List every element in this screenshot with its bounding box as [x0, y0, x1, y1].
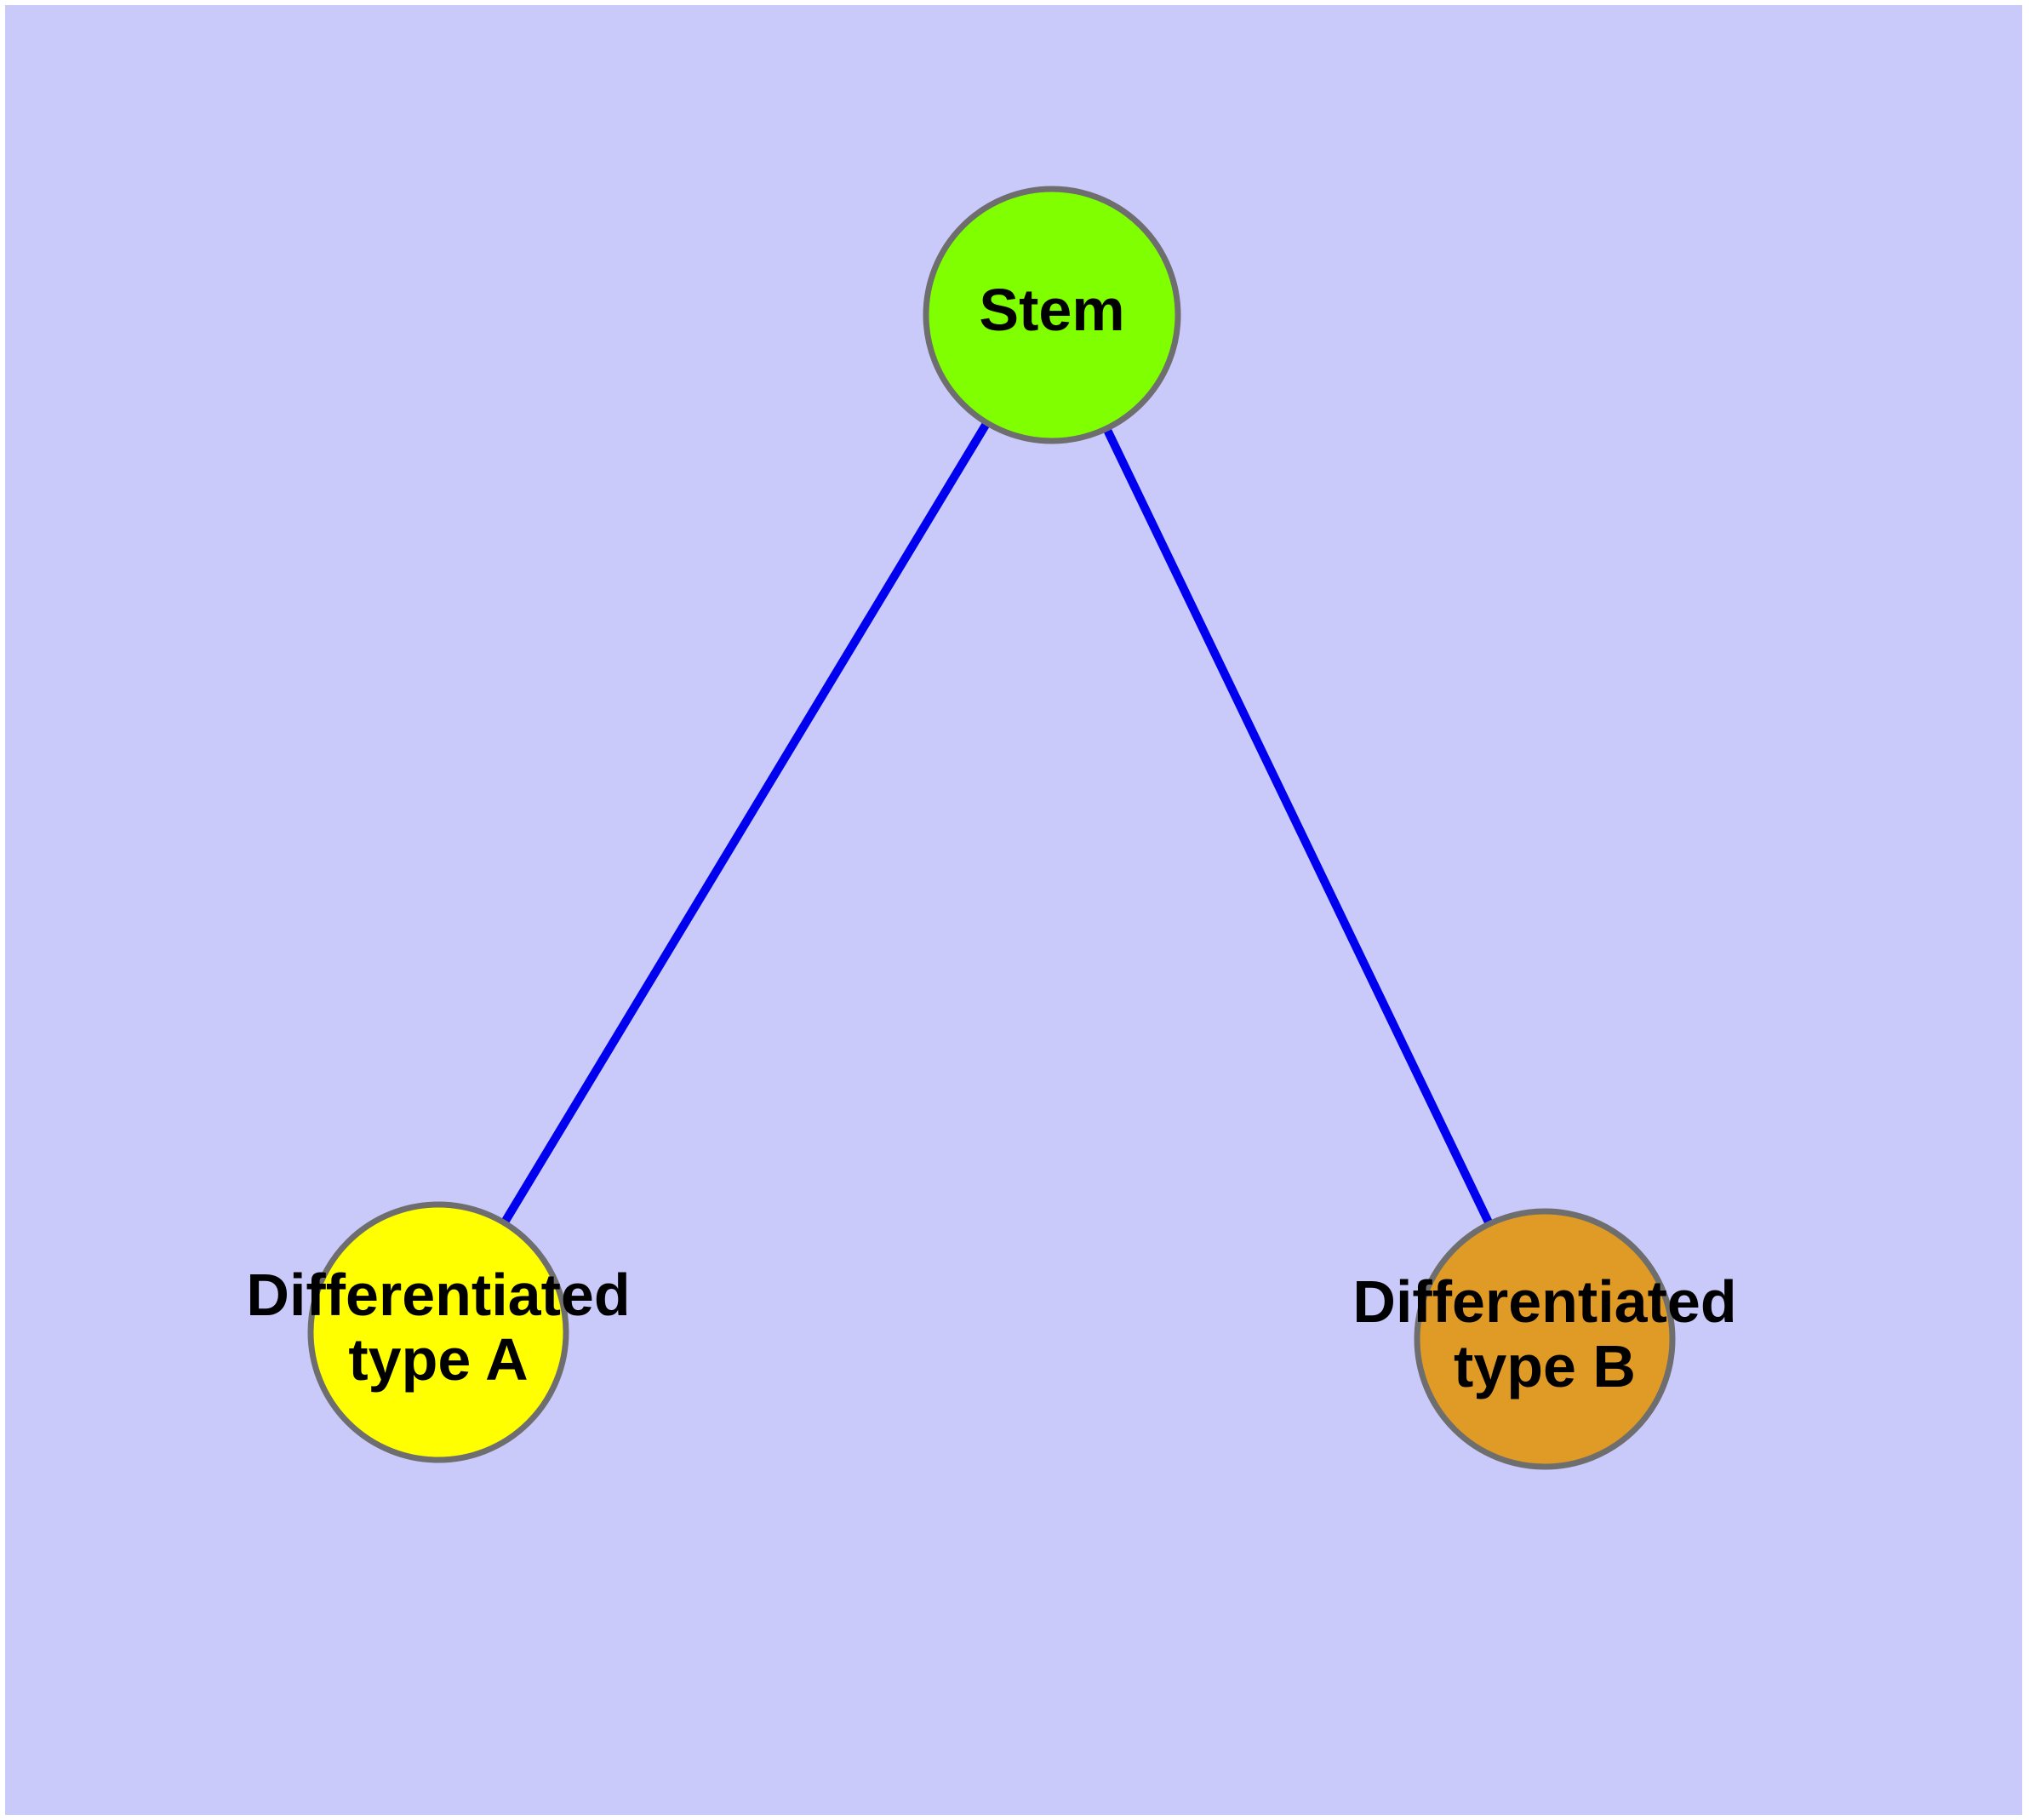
node-stem[interactable]: [923, 186, 1181, 444]
node-label-line: Stem: [979, 277, 1124, 343]
node-label-line: Differentiated: [246, 1262, 630, 1328]
node-circle-differentiated-type-b[interactable]: [1414, 1208, 1676, 1470]
node-circle-stem[interactable]: [923, 186, 1181, 444]
node-circle-differentiated-type-a[interactable]: [307, 1201, 569, 1463]
edges-layer: [500, 421, 1494, 1227]
nodes-layer: [307, 186, 1676, 1470]
node-label-stem: Stem: [979, 277, 1124, 343]
node-differentiated-type-b[interactable]: [1414, 1208, 1676, 1470]
edge-stem-to-differentiated-type-b[interactable]: [1102, 426, 1494, 1227]
edge-stem-to-differentiated-type-a[interactable]: [500, 421, 991, 1226]
node-differentiated-type-a[interactable]: [307, 1201, 569, 1463]
node-label-line: type A: [348, 1326, 528, 1393]
node-label-line: Differentiated: [1352, 1268, 1736, 1335]
node-label-line: type B: [1454, 1333, 1636, 1399]
